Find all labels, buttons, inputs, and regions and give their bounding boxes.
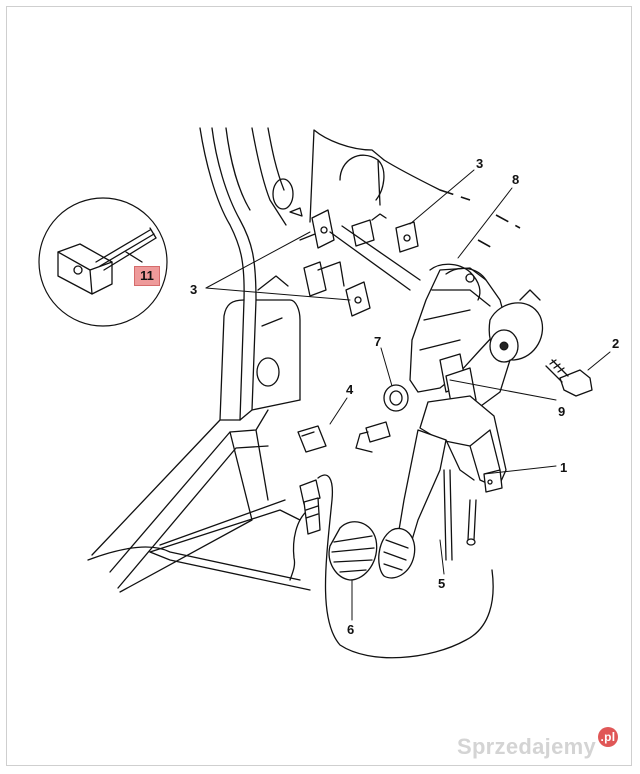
callout-6: 6 <box>347 622 354 637</box>
mounting-clip-group <box>303 209 421 317</box>
watermark-text: Sprzedajemy <box>456 734 596 759</box>
watermark-logo-icon: .pl <box>598 727 618 747</box>
callout-11-badge: 11 <box>134 266 160 286</box>
callout-9: 9 <box>558 404 565 419</box>
callout-3-top: 3 <box>476 156 483 171</box>
callout-7: 7 <box>374 334 381 349</box>
bolt <box>545 359 593 397</box>
body-pillar-structure <box>87 127 441 593</box>
watermark: Sprzedajemy .pl <box>456 727 618 760</box>
callout-4: 4 <box>346 382 354 397</box>
leader-lines <box>205 169 611 621</box>
callout-2: 2 <box>612 336 619 351</box>
reference-dashes <box>439 189 521 251</box>
callout-5: 5 <box>438 576 445 591</box>
callout-1: 1 <box>560 460 567 475</box>
diagram-frame <box>6 6 632 766</box>
inset-detail <box>38 197 168 327</box>
callout-3-left: 3 <box>190 282 197 297</box>
stop-lamp-switch <box>289 421 494 659</box>
callout-8: 8 <box>512 172 519 187</box>
pedal-bracket-assembly <box>328 263 544 581</box>
